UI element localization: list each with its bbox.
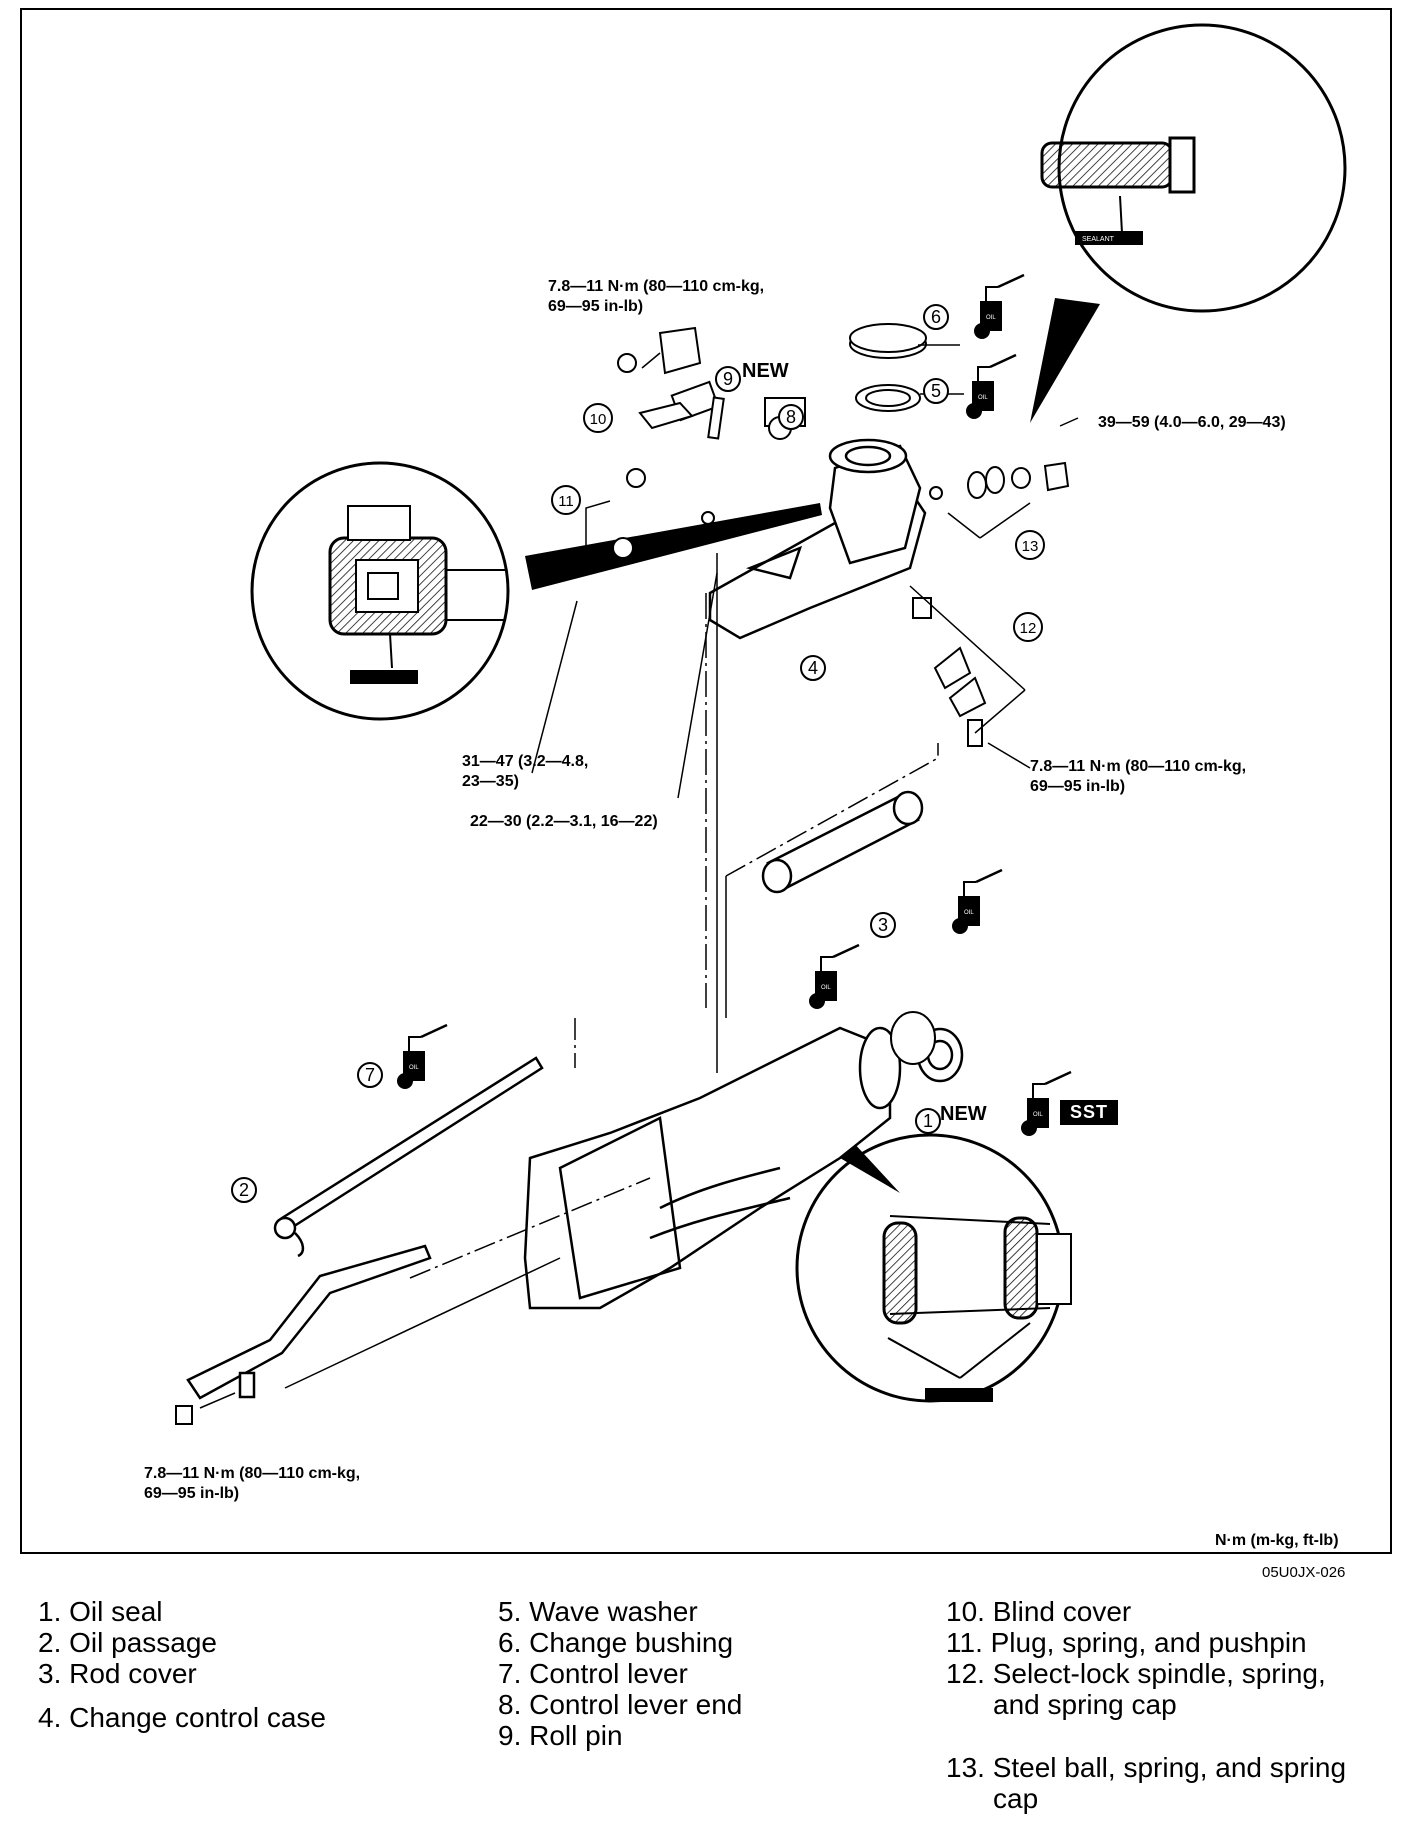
callout-10: 10 bbox=[590, 411, 607, 428]
oil-passage-detail-circle bbox=[780, 1123, 1072, 1403]
torque-blind-cover: 7.8—11 N·m (80—110 cm-kg,69—95 in-lb) bbox=[548, 278, 765, 315]
legend-item: 8. Control lever end bbox=[498, 1689, 743, 1720]
oil-passage bbox=[186, 1244, 432, 1400]
legend-item: 7. Control lever bbox=[498, 1658, 688, 1689]
legend-item: 4. Change control case bbox=[38, 1702, 326, 1733]
sealant-label: SEALANT bbox=[1082, 236, 1115, 243]
exploded-view-diagram: OIL SEALANT bbox=[175, 23, 1347, 1425]
legend-item: 10. Blind cover bbox=[946, 1596, 1132, 1627]
legend-column-1: 1. Oil seal 2. Oil passage 3. Rod cover … bbox=[38, 1596, 326, 1733]
blind-cover-detail-circle bbox=[250, 461, 822, 721]
control-lever bbox=[273, 1056, 544, 1258]
small-parts bbox=[175, 323, 1070, 1425]
legend-item: 3. Rod cover bbox=[38, 1658, 197, 1689]
torque-spindle-bolt: 7.8—11 N·m (80—110 cm-kg,69—95 in-lb) bbox=[1030, 758, 1247, 795]
callout-7: 7 bbox=[365, 1065, 375, 1085]
callout-labels: 1 2 3 4 5 6 7 8 9 10 11 12 13 bbox=[239, 307, 1038, 1200]
callout-4: 4 bbox=[808, 658, 818, 678]
legend-column-2: 5. Wave washer 6. Change bushing 7. Cont… bbox=[498, 1596, 742, 1751]
change-control-case bbox=[708, 438, 927, 640]
callout-9: 9 bbox=[723, 369, 733, 389]
legend-item: 13. Steel ball, spring, and spring bbox=[946, 1752, 1347, 1783]
legend-item: 12. Select-lock spindle, spring, bbox=[946, 1658, 1326, 1689]
extension-housing bbox=[523, 1026, 964, 1310]
callout-11: 11 bbox=[558, 493, 574, 510]
legend-item-continuation: cap bbox=[993, 1783, 1039, 1814]
leader-lines bbox=[199, 344, 1079, 1409]
torque-plug-left: 31—47 (3.2—4.8,23—35) bbox=[462, 753, 589, 790]
diagram-code: 05U0JX-026 bbox=[1262, 1564, 1346, 1581]
callout-13: 13 bbox=[1022, 538, 1039, 555]
legend-column-3: 10. Blind cover 11. Plug, spring, and pu… bbox=[946, 1596, 1346, 1814]
legend-item: 6. Change bushing bbox=[498, 1627, 734, 1658]
roll-pin-new-marker: NEW bbox=[742, 360, 789, 382]
rod-cover bbox=[761, 790, 924, 894]
diagram-frame bbox=[20, 8, 1392, 1554]
legend-item: 11. Plug, spring, and pushpin bbox=[946, 1627, 1307, 1658]
callout-8: 8 bbox=[786, 407, 796, 427]
legend-item: 5. Wave washer bbox=[498, 1596, 698, 1627]
callout-2: 2 bbox=[239, 1180, 249, 1200]
legend-item: 1. Oil seal bbox=[38, 1596, 163, 1627]
callout-12: 12 bbox=[1020, 620, 1037, 637]
callout-3: 3 bbox=[878, 915, 888, 935]
torque-case-bolt: 22—30 (2.2—3.1, 16—22) bbox=[470, 813, 658, 830]
callout-1: 1 bbox=[923, 1111, 933, 1131]
bolt-detail-circle: SEALANT bbox=[1030, 23, 1347, 423]
unit-note: N·m (m-kg, ft-lb) bbox=[1215, 1532, 1339, 1549]
callout-5: 5 bbox=[931, 381, 941, 401]
callout-6: 6 bbox=[931, 307, 941, 327]
torque-oil-passage-bolt: 7.8—11 N·m (80—110 cm-kg,69—95 in-lb) bbox=[144, 1465, 361, 1502]
oil-seal-new-marker: NEW bbox=[940, 1103, 987, 1125]
sst-badge: SST bbox=[1060, 1100, 1119, 1125]
callouts bbox=[231, 304, 1045, 1203]
legend-item: 2. Oil passage bbox=[38, 1627, 217, 1658]
torque-plug-right: 39—59 (4.0—6.0, 29—43) bbox=[1098, 414, 1286, 431]
legend-item: 9. Roll pin bbox=[498, 1720, 623, 1751]
legend-item-continuation: and spring cap bbox=[993, 1689, 1177, 1720]
